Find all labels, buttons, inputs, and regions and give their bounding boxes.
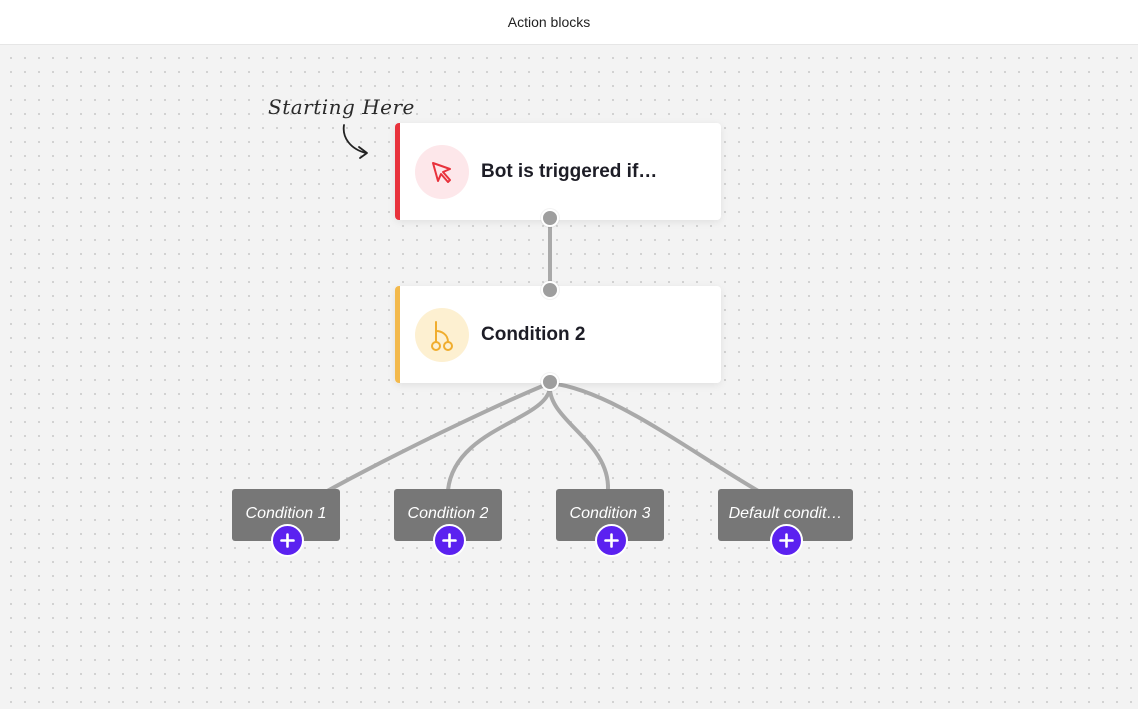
annotation-text: Starting Here (268, 95, 415, 119)
condition-output-port[interactable] (541, 373, 559, 391)
plus-icon (280, 533, 295, 548)
header-bar: Action blocks (0, 0, 1138, 45)
branch-icon (431, 320, 453, 351)
plus-icon (604, 533, 619, 548)
connector-branch-4 (549, 381, 762, 494)
trigger-accent-stripe (395, 123, 400, 220)
plus-icon (779, 533, 794, 548)
condition-input-port[interactable] (541, 281, 559, 299)
condition-accent-stripe (395, 286, 400, 383)
branch-label: Condition 2 (407, 505, 489, 522)
connector-branch-1 (319, 381, 551, 497)
page-title: Action blocks (507, 14, 591, 30)
add-step-button-3[interactable] (595, 524, 628, 557)
add-step-button-1[interactable] (271, 524, 304, 557)
connector-branch-2 (446, 382, 553, 491)
connector-lines (319, 220, 762, 497)
trigger-block-label: Bot is triggered if… (481, 160, 658, 182)
cursor-pointer-icon (432, 161, 451, 183)
trigger-output-port[interactable] (541, 209, 559, 227)
plus-icon (442, 533, 457, 548)
branch-label: Default condit… (728, 505, 843, 522)
add-step-button-2[interactable] (433, 524, 466, 557)
curved-arrow-icon (342, 124, 368, 159)
branch-label: Condition 3 (569, 505, 651, 522)
condition-icon-badge (415, 307, 469, 362)
flow-canvas[interactable]: Starting Here Bot is triggered if… Condi… (0, 45, 1138, 709)
condition-block-label: Condition 2 (481, 323, 586, 345)
trigger-icon-badge (415, 144, 469, 199)
branch-label: Condition 1 (245, 505, 327, 522)
connector-branch-3 (547, 382, 611, 491)
add-step-button-4[interactable] (770, 524, 803, 557)
trigger-block[interactable]: Bot is triggered if… (395, 123, 721, 220)
condition-block[interactable]: Condition 2 (395, 286, 721, 383)
